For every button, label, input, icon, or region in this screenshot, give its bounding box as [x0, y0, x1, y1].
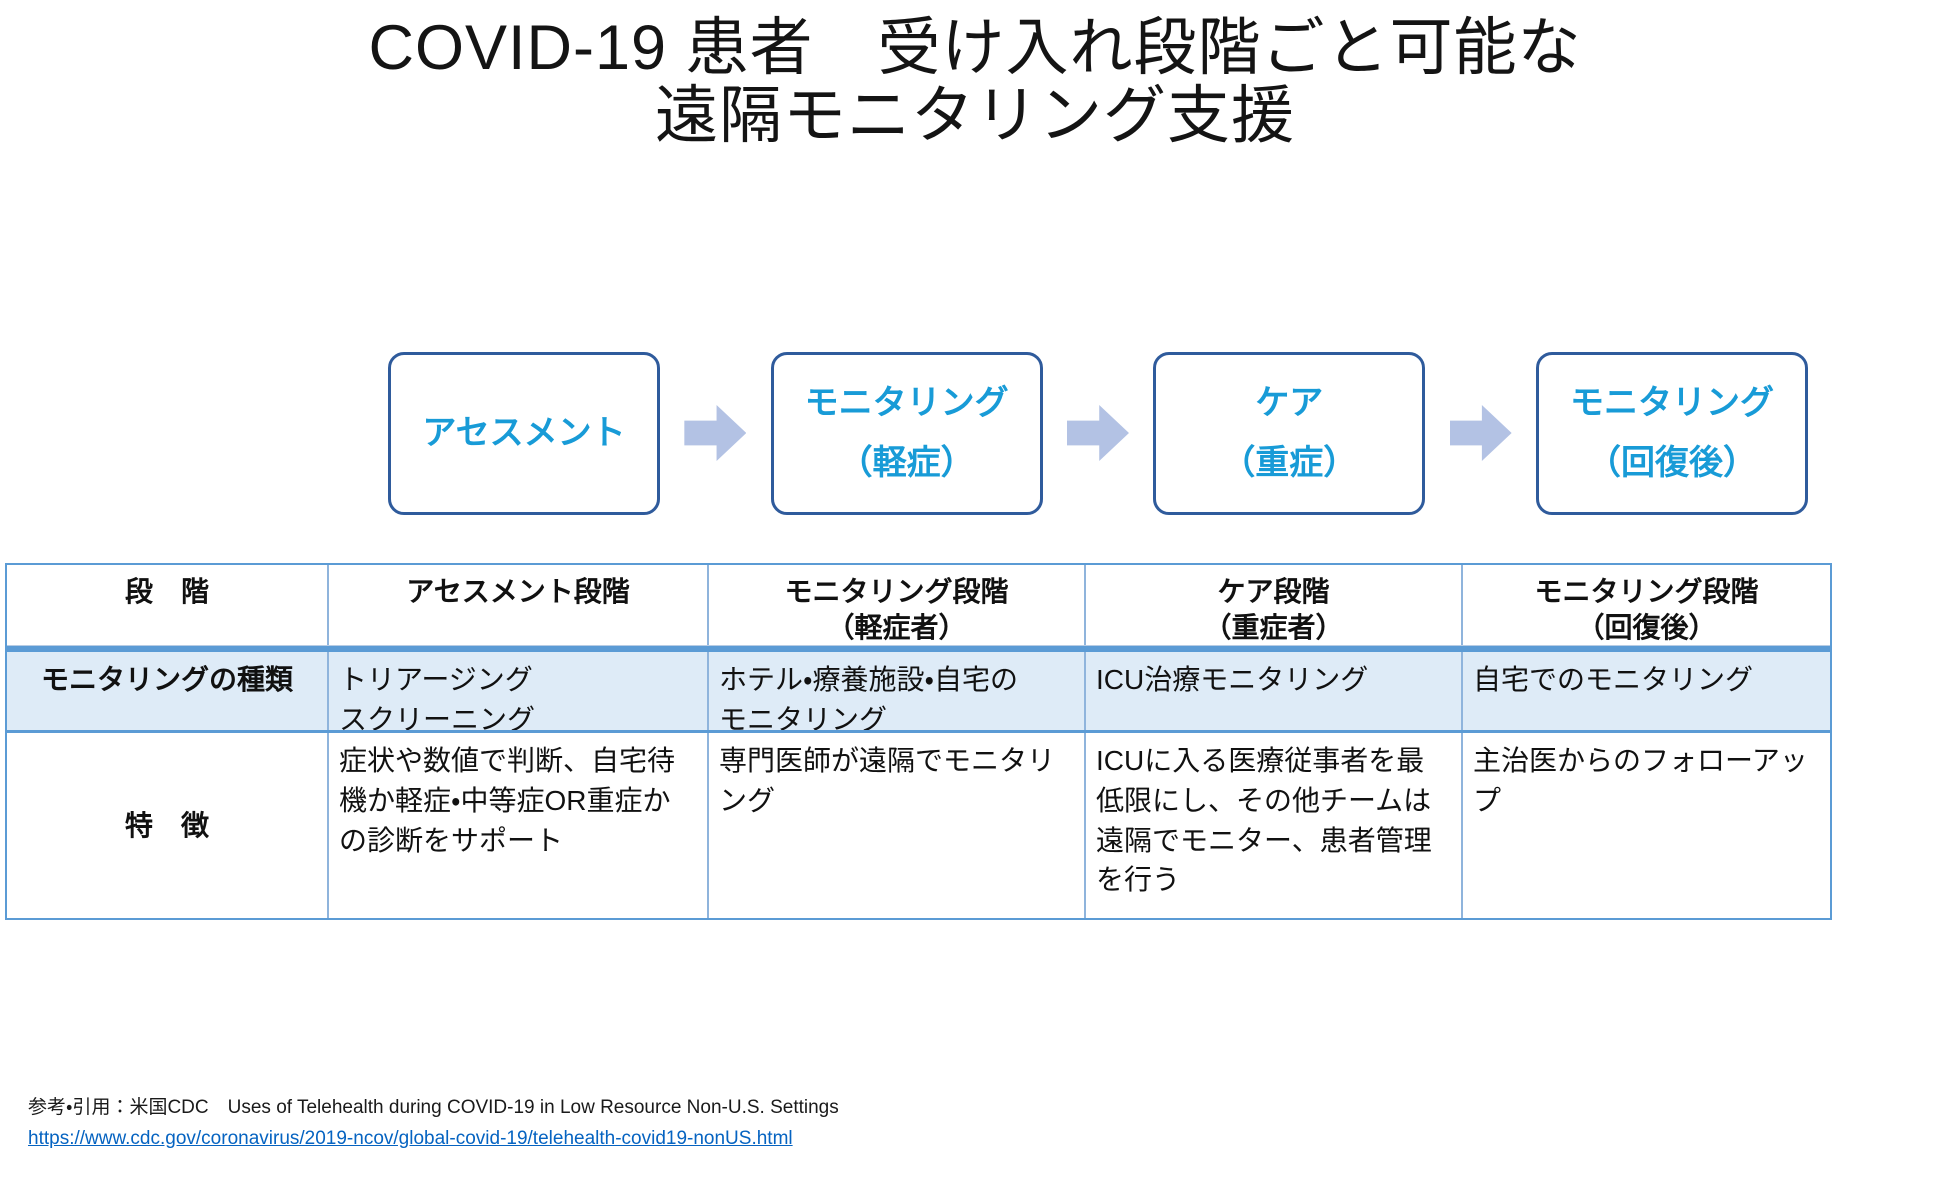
- cell-monitoring-type-recovered: 自宅でのモニタリング: [1461, 652, 1830, 730]
- table-row-monitoring-type: モニタリングの種類 トリアージング スクリーニング ホテル・療養施設・自宅の モ…: [7, 652, 1830, 733]
- flow-box-monitoring-mild-label: モニタリング （軽症）: [804, 384, 1009, 482]
- cell-monitoring-type-severe: ICU治療モニタリング: [1084, 652, 1461, 730]
- cell-features-assessment: 症状や数値で判断、自宅待機か軽症・中等症OR重症かの診断をサポート: [327, 733, 707, 918]
- header-divider: [7, 646, 1830, 652]
- flow-box-assessment: アセスメント: [388, 351, 660, 515]
- header-cell-assessment: アセスメント段階: [327, 565, 707, 645]
- stage-table: 段 階 アセスメント段階 モニタリング段階 （軽症者） ケア段階 （重症者） モ…: [5, 563, 1832, 920]
- table-header-row: 段 階 アセスメント段階 モニタリング段階 （軽症者） ケア段階 （重症者） モ…: [7, 565, 1830, 646]
- flow-box-monitoring-recovered-label: モニタリング （回復後）: [1569, 384, 1774, 482]
- flow-box-monitoring-mild: モニタリング （軽症）: [770, 351, 1043, 515]
- process-flow: アセスメント モニタリング （軽症） ケア （重症） モニタリング （回復後）: [388, 351, 1808, 515]
- cell-features-severe: ICUに入る医療従事者を最低限にし、その他チームは遠隔でモニター、患者管理を行う: [1084, 733, 1461, 918]
- header-cell-care-severe: ケア段階 （重症者）: [1084, 565, 1461, 645]
- flow-box-assessment-label: アセスメント: [422, 414, 626, 452]
- header-cell-monitoring-mild: モニタリング段階 （軽症者）: [707, 565, 1084, 645]
- cell-monitoring-type-mild: ホテル・療養施設・自宅の モニタリング: [707, 652, 1084, 730]
- title-line-1: COVID-19 患者 受け入れ段階ごと可能な: [368, 13, 1582, 83]
- row-label-features: 特 徴: [124, 809, 209, 841]
- reference-link[interactable]: https://www.cdc.gov/coronavirus/2019-nco…: [28, 1127, 793, 1149]
- cell-features-mild: 専門医師が遠隔でモニタリング: [707, 733, 1084, 918]
- row-label-monitoring-type: モニタリングの種類: [40, 664, 293, 695]
- flow-box-monitoring-recovered: モニタリング （回復後）: [1535, 351, 1808, 515]
- reference-footer: 参考・引用：米国CDC Uses of Telehealth during CO…: [28, 1094, 839, 1153]
- table-row-features: 特 徴 症状や数値で判断、自宅待機か軽症・中等症OR重症かの診断をサポート 専門…: [7, 733, 1830, 918]
- right-arrow-icon: [684, 405, 747, 461]
- cell-features-recovered: 主治医からのフォローアップ: [1461, 733, 1830, 918]
- flow-box-care-severe-label: ケア （重症）: [1221, 384, 1358, 482]
- reference-text: 参考・引用：米国CDC Uses of Telehealth during CO…: [28, 1097, 839, 1118]
- right-arrow-icon: [1066, 405, 1129, 461]
- page-title: COVID-19 患者 受け入れ段階ごと可能な 遠隔モニタリング支援: [0, 14, 1950, 150]
- cell-monitoring-type-assessment: トリアージング スクリーニング: [327, 652, 707, 730]
- header-cell-stage: 段 階: [124, 576, 209, 607]
- header-cell-monitoring-recovered: モニタリング段階 （回復後）: [1461, 565, 1830, 645]
- right-arrow-icon: [1449, 405, 1512, 461]
- flow-box-care-severe: ケア （重症）: [1153, 351, 1426, 515]
- title-line-2: 遠隔モニタリング支援: [655, 81, 1295, 151]
